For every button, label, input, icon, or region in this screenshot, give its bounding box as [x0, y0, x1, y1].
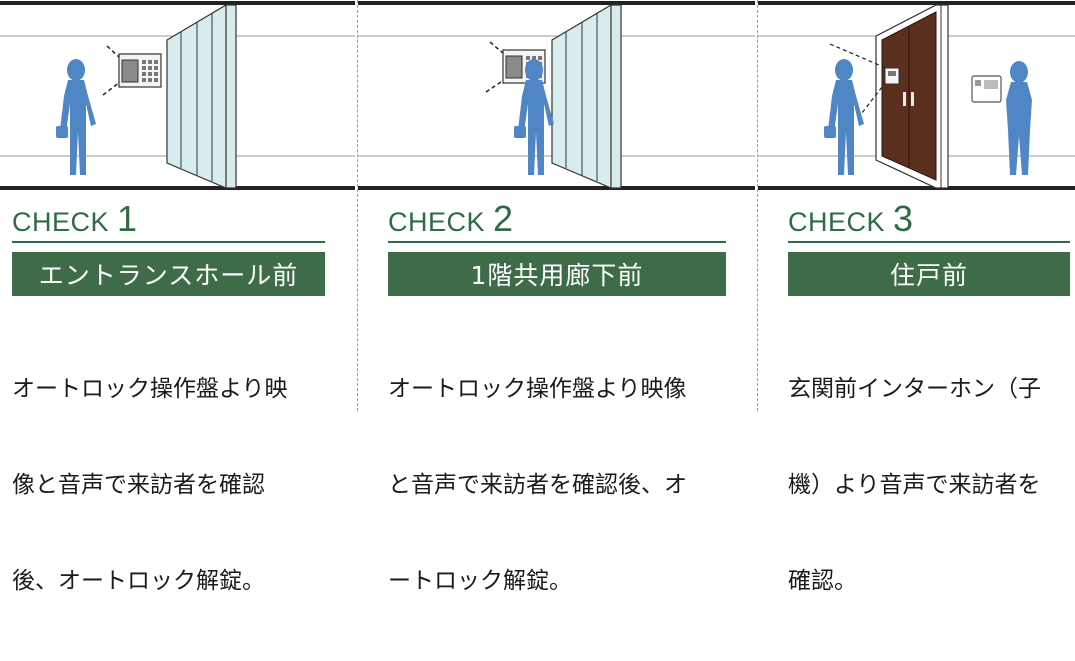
entrance-door-icon — [875, 4, 949, 189]
description: 玄関前インターホン（子 機）より音声で来訪者を 確認。 — [788, 309, 1041, 661]
location-label: 1階共用廊下前 — [388, 252, 726, 296]
location-label: エントランスホール前 — [12, 252, 325, 296]
description: オートロック操作盤より映 像と音声で来訪者を確認 後、オートロック解錠。 — [12, 309, 288, 661]
check-word: CHECK — [788, 207, 886, 237]
description-line: 玄関前インターホン（子 — [788, 376, 1041, 402]
description-line: 確認。 — [788, 568, 857, 594]
heading-divider — [388, 241, 726, 243]
glass-door-icon — [166, 4, 237, 189]
intercom-panel-icon — [829, 43, 900, 119]
glass-door-icon — [551, 4, 622, 189]
person-silhouette-icon — [824, 59, 864, 175]
description-line: 後、オートロック解錠。 — [12, 568, 265, 594]
check-number: 2 — [493, 198, 514, 239]
check-number: 1 — [117, 198, 138, 239]
person-silhouette-icon — [514, 59, 554, 175]
description-line: 機）より音声で来訪者を — [788, 472, 1041, 498]
person-silhouette-icon — [1006, 61, 1032, 175]
description-line: 像と音声で来訪者を確認 — [12, 472, 265, 498]
unit-entrance-illustration — [758, 1, 1075, 190]
corridor-illustration — [358, 1, 755, 190]
column-divider — [357, 0, 358, 411]
description-line: オートロック操作盤より映像 — [388, 376, 687, 402]
description-line: と音声で来訪者を確認後、オ — [388, 472, 687, 498]
entrance-hall-illustration — [0, 1, 355, 190]
column-divider — [757, 0, 758, 411]
heading-divider — [12, 241, 325, 243]
description-line: ートロック解錠。 — [388, 568, 572, 594]
intercom-handset-icon — [971, 75, 1002, 103]
check-number: 3 — [893, 198, 914, 239]
person-silhouette-icon — [56, 59, 96, 175]
description-line: オートロック操作盤より映 — [12, 376, 288, 402]
intercom-panel-icon — [102, 45, 162, 96]
location-label: 住戸前 — [788, 252, 1070, 296]
check-word: CHECK — [12, 207, 110, 237]
check-word: CHECK — [388, 207, 486, 237]
heading-divider — [788, 241, 1070, 243]
description: オートロック操作盤より映像 と音声で来訪者を確認後、オ ートロック解錠。 — [388, 309, 687, 661]
